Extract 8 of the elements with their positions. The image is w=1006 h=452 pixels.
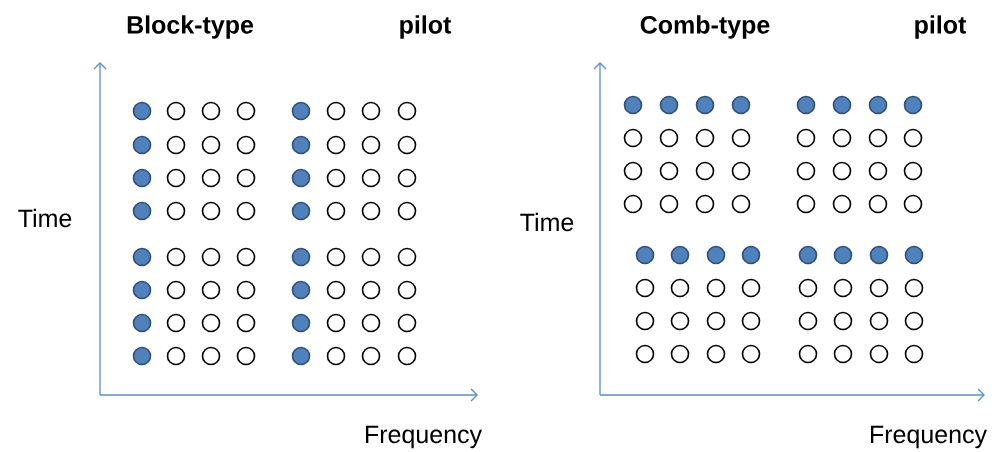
axis-label: Frequency	[366, 425, 482, 449]
axis-label: Frequency	[871, 425, 987, 449]
axis-label: Time	[520, 212, 574, 232]
axis-label: Time	[18, 208, 72, 228]
heading: Block-type	[127, 15, 254, 39]
heading: pilot	[400, 15, 452, 39]
heading: Comb-type	[640, 15, 770, 39]
heading: pilot	[915, 15, 967, 39]
